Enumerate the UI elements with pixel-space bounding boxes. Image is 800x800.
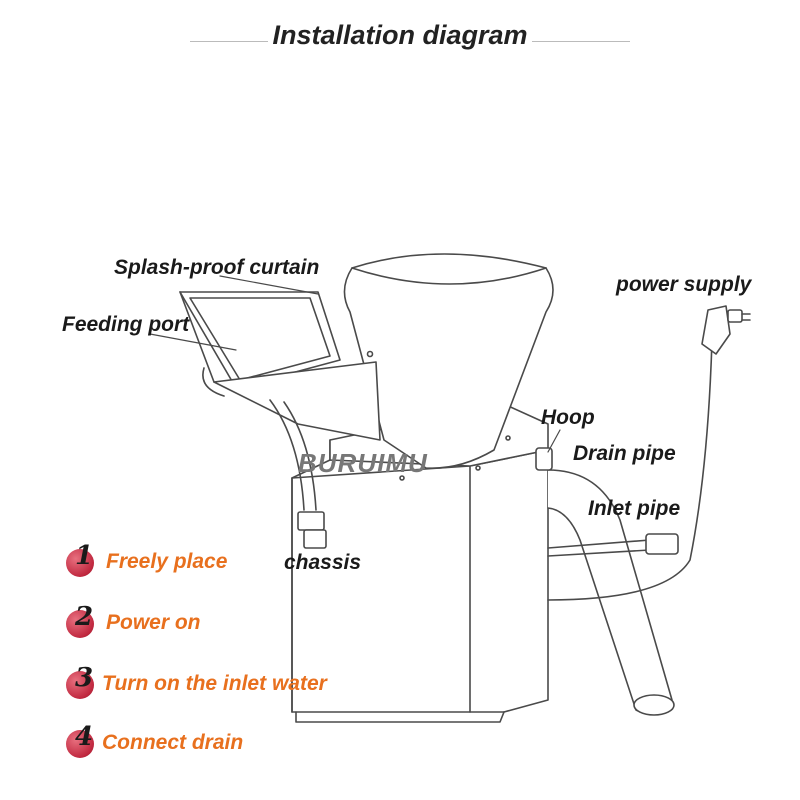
step-badge-icon: 3 — [66, 663, 96, 699]
step-2: 2 Power on — [66, 602, 201, 641]
step-text: Power on — [106, 611, 201, 634]
label-inlet-pipe: Inlet pipe — [588, 497, 681, 520]
drain-pipe — [535, 447, 675, 716]
label-feeding-port: Feeding port — [62, 313, 190, 336]
step-text: Connect drain — [102, 731, 244, 754]
step-text: Turn on the inlet water — [102, 672, 327, 695]
label-drain-pipe: Drain pipe — [573, 442, 676, 465]
step-number: 3 — [75, 663, 94, 693]
label-splash-proof-curtain: Splash-proof curtain — [114, 256, 320, 279]
left-hose — [269, 399, 327, 549]
step-3: 3 Turn on the inlet water — [66, 663, 327, 702]
step-number: 1 — [75, 541, 94, 571]
leader-lines — [149, 275, 561, 453]
inlet-pipe — [547, 533, 679, 557]
step-number: 2 — [75, 602, 94, 632]
step-badge-icon: 4 — [66, 722, 96, 758]
feeding-tray — [179, 291, 381, 441]
step-badge-icon: 2 — [66, 602, 96, 638]
power-cord — [547, 305, 751, 601]
diagram-title-text: Installation diagram — [268, 20, 532, 50]
step-1: 1 Freely place — [66, 541, 228, 580]
step-badge-icon: 1 — [66, 541, 96, 577]
label-chassis: chassis — [284, 551, 362, 574]
brand-watermark: BURUIMU — [298, 448, 428, 478]
hopper-cone — [343, 253, 554, 469]
step-4: 4 Connect drain — [66, 722, 244, 761]
label-power-supply: power supply — [616, 273, 752, 296]
label-hoop: Hoop — [541, 406, 595, 429]
step-text: Freely place — [106, 550, 228, 573]
diagram-title: Installation diagram — [0, 20, 800, 51]
step-number: 4 — [75, 722, 94, 752]
